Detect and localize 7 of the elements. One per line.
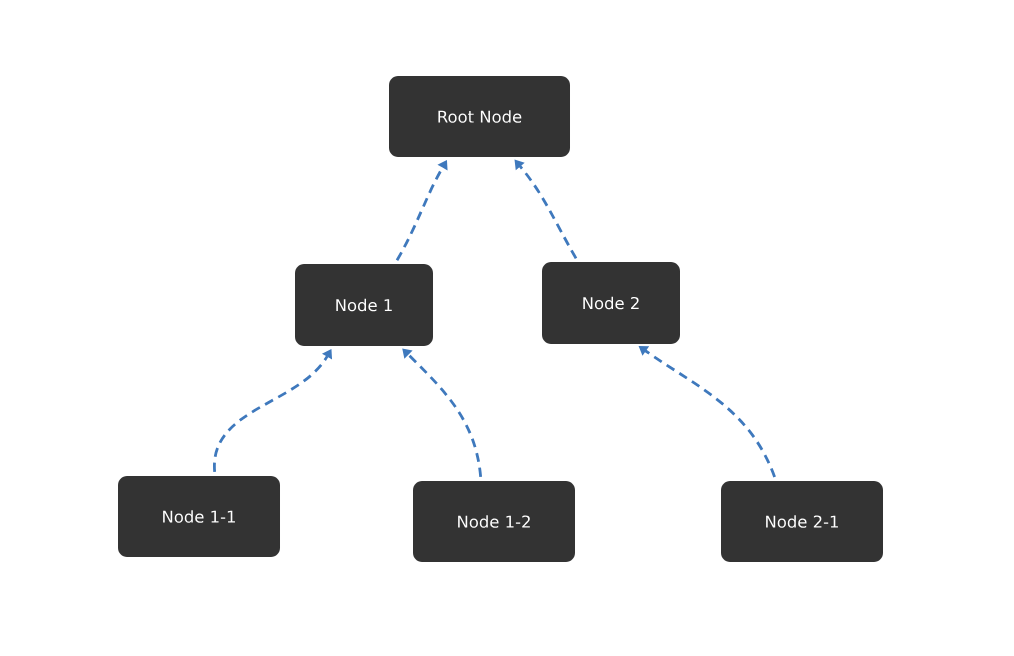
node-box: Node 2-1 — [721, 481, 883, 562]
node-box: Node 2 — [542, 262, 680, 344]
node-box: Node 1-2 — [413, 481, 575, 562]
node-box: Node 1-1 — [118, 476, 280, 557]
node-box: Node 1 — [295, 264, 433, 346]
node-box: Root Node — [389, 76, 570, 157]
dashed-arrow — [402, 348, 483, 477]
